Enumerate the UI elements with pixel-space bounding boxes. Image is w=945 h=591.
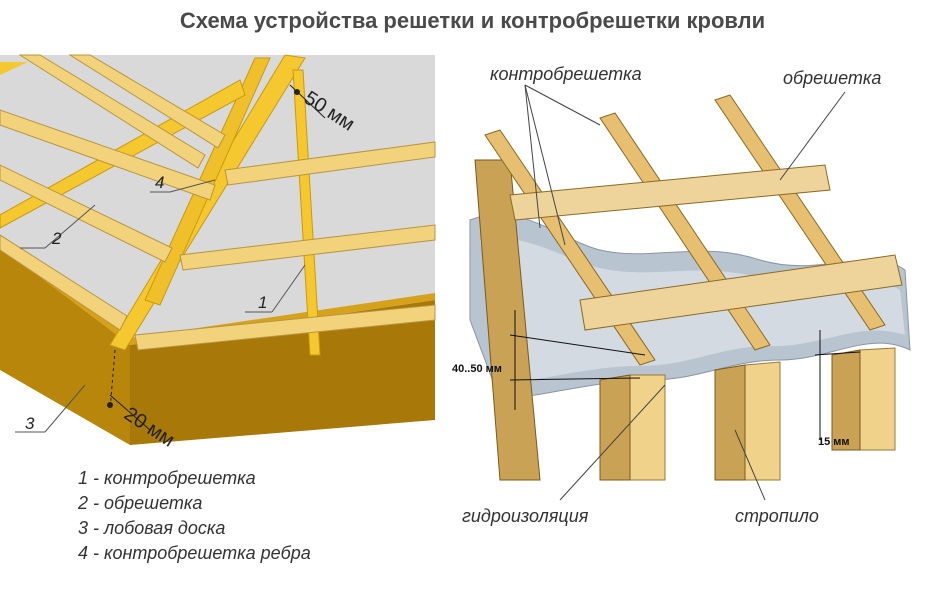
marker-3: 3 (25, 414, 35, 433)
legend-item-2: 2 - обрешетка (78, 493, 203, 513)
batten-corner (0, 62, 28, 75)
legend-item-3: 3 - лобовая доска (78, 518, 226, 538)
batten-2 (579, 254, 903, 331)
right-roof-diagram (469, 84, 911, 501)
leader-counter-2 (524, 84, 566, 246)
batten-left-2 (0, 164, 173, 263)
leader-rafter (734, 429, 766, 501)
rafter-3-side (714, 364, 746, 481)
batten-1 (509, 164, 831, 221)
dim-dot-50 (294, 89, 300, 95)
leader-counter-1 (524, 84, 541, 229)
batten-left-1 (0, 109, 216, 201)
leader-4 (169, 179, 216, 193)
page-title: Схема устройства решетки и контробрешетк… (179, 8, 766, 33)
leader-batten (779, 91, 846, 181)
label-counter-batten: контробрешетка (490, 64, 642, 84)
rafter-1 (474, 159, 541, 481)
dim-ext-top (509, 334, 646, 356)
dim-line-20 (109, 394, 151, 431)
rafter-4-side (831, 349, 861, 451)
marker-2: 2 (52, 229, 62, 248)
leader-waterproofing (559, 384, 666, 501)
batten-right-2 (179, 224, 436, 271)
batten-right-3 (134, 304, 436, 351)
dim-ext-bottom (509, 377, 641, 381)
label-rafter: стропило (735, 506, 819, 526)
leader-1 (271, 264, 306, 313)
leader-2 (44, 204, 96, 249)
leader-counter-3 (524, 84, 601, 126)
batten-left-5 (68, 54, 226, 149)
batten-left-3 (0, 234, 128, 331)
leader-3 (44, 384, 86, 433)
dim-ext-rafter (814, 351, 861, 356)
fascia-board-side (0, 245, 130, 445)
dim-ext-20 (109, 349, 116, 411)
rafter-4-front (859, 347, 896, 451)
rafter-2-side (599, 374, 631, 481)
dim-label-gap: 40..50 мм (452, 363, 502, 375)
batten-left-4 (18, 54, 206, 169)
marker-4: 4 (155, 173, 165, 192)
batten-right-1 (224, 141, 436, 186)
label-waterproofing: гидроизоляция (462, 506, 589, 526)
legend-item-1: 1 - контробрешетка (78, 468, 256, 488)
legend: 1 - контробрешетка 2 - обрешетка 3 - лоб… (78, 466, 311, 566)
dim-label-rafter: 15 мм (818, 436, 850, 448)
counter-batten-vertical (292, 69, 321, 356)
left-roof-diagram (0, 54, 436, 445)
marker-1: 1 (258, 293, 268, 312)
rafter-3-front (744, 361, 781, 481)
legend-item-4: 4 - контробрешетка ребра (78, 543, 311, 563)
label-batten: обрешетка (783, 68, 882, 88)
